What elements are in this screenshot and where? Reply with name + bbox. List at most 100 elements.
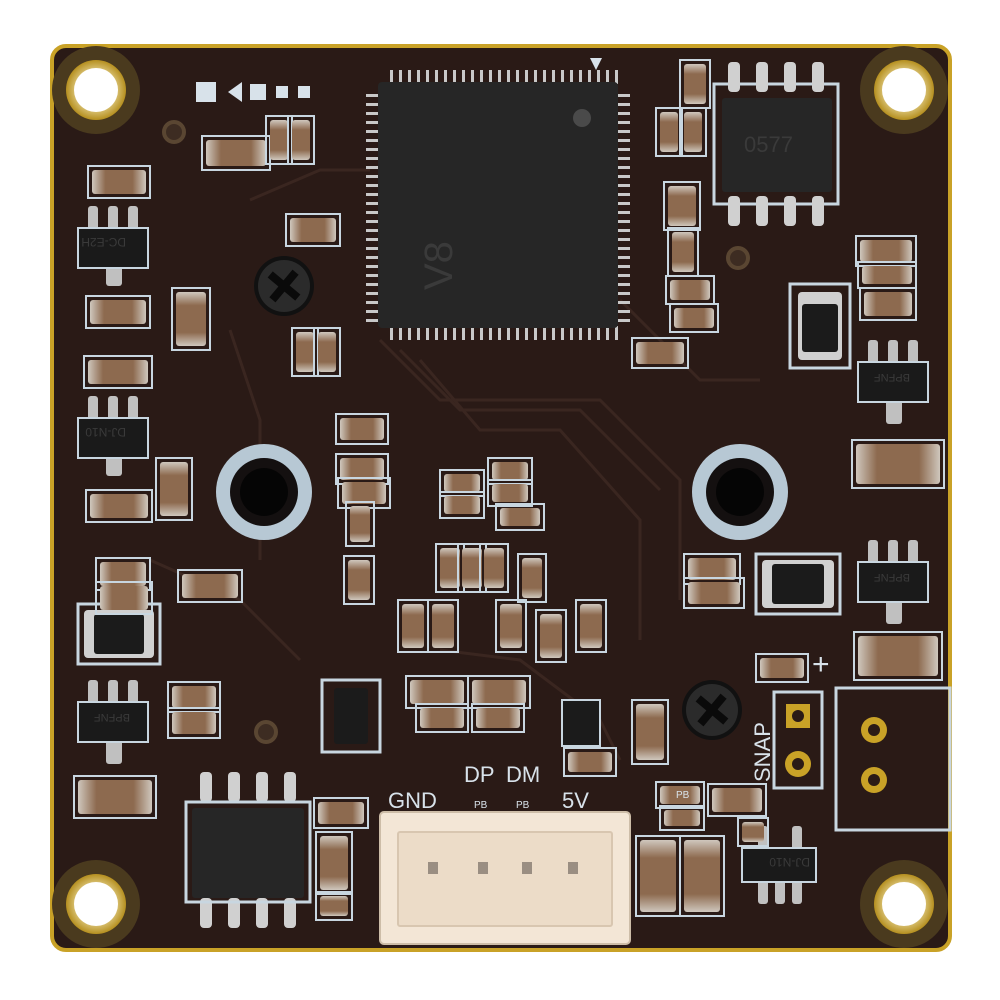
chip-pin [489, 70, 492, 84]
silk-label-pb-1: PB [474, 800, 488, 811]
smd-component [492, 484, 528, 502]
chip-pin [616, 166, 630, 169]
chip-pin [616, 238, 630, 241]
smd-component [688, 558, 736, 580]
component-silkscreen-outline [679, 107, 707, 157]
smd-component [476, 708, 520, 728]
smd-component [100, 562, 146, 586]
smd-component [292, 120, 310, 160]
chip-pin [616, 211, 630, 214]
chip-pin [471, 326, 474, 340]
smd-component [182, 574, 238, 598]
chip-pin [366, 247, 380, 250]
passive-components [73, 59, 945, 921]
smd-component [500, 604, 522, 648]
chip-pin [616, 148, 630, 151]
chip-pin [616, 193, 630, 196]
chip-pin [616, 229, 630, 232]
main-processor-chip: V8 [366, 70, 630, 340]
transistor-right-bottom: BPFNF [857, 540, 929, 624]
chip-pin [616, 175, 630, 178]
smd-component [580, 604, 602, 648]
smd-component [640, 840, 676, 912]
component-silkscreen-outline [851, 439, 945, 489]
small-ic-bottom-center [561, 699, 601, 747]
component-silkscreen-outline [631, 699, 669, 765]
smd-component [176, 292, 206, 346]
regulator-left-middle: DJ-N10 [77, 396, 149, 476]
smd-component [684, 840, 720, 912]
pcb-traces [149, 168, 760, 761]
smd-component [92, 170, 146, 194]
chip-pin [616, 112, 630, 115]
chip-pin [543, 70, 546, 84]
component-silkscreen-outline [87, 165, 151, 199]
chip-pin [534, 326, 537, 340]
smd-component [636, 342, 684, 364]
smd-component [296, 332, 314, 372]
chip-pin [417, 70, 420, 84]
smd-component [320, 896, 348, 916]
chip-pin [543, 326, 546, 340]
smd-component [100, 586, 148, 610]
smd-component [672, 232, 694, 272]
chip-pin [616, 292, 630, 295]
smd-component [270, 120, 288, 160]
chip-pin [366, 229, 380, 232]
chip-pin [616, 274, 630, 277]
chip-pin [462, 326, 465, 340]
chip-pin [366, 184, 380, 187]
smd-component [402, 604, 424, 648]
chip-pin [498, 326, 501, 340]
chip-pin [366, 103, 380, 106]
lens-mount-hole-left [216, 444, 312, 540]
smd-component [340, 458, 384, 480]
smd-component [420, 708, 464, 728]
smd-component [668, 186, 696, 226]
smd-component [90, 300, 146, 324]
screw-left [254, 256, 314, 316]
smd-component [674, 308, 714, 328]
chip-pin [570, 70, 573, 84]
component-silkscreen-outline [737, 817, 769, 847]
chip-pin [444, 70, 447, 84]
diode-center-bottom [320, 678, 382, 754]
ic-top-right-label: 0577 [744, 132, 793, 157]
chip-pin [616, 121, 630, 124]
component-silkscreen-outline [285, 213, 341, 247]
component-silkscreen-outline [343, 555, 375, 605]
regulator-left-top: DC-E2H [77, 206, 149, 286]
component-silkscreen-outline [535, 609, 567, 663]
smd-component [856, 444, 940, 484]
chip-pin [498, 70, 501, 84]
component-silkscreen-outline [631, 337, 689, 369]
smd-component [440, 548, 460, 588]
smd-component [636, 704, 664, 760]
smd-component [290, 218, 336, 242]
chip-pin [525, 70, 528, 84]
smd-component [410, 680, 464, 704]
smd-component [432, 604, 454, 648]
smd-component [342, 482, 386, 504]
chip-pin [570, 326, 573, 340]
pcb-gold-edge [50, 44, 952, 952]
component-silkscreen-outline [495, 599, 527, 653]
chip-pin [561, 70, 564, 84]
component-silkscreen-outline [287, 115, 315, 165]
component-silkscreen-outline [683, 577, 745, 609]
inductor-left-middle [76, 602, 162, 666]
component-silkscreen-outline [85, 295, 151, 329]
component-silkscreen-outline [655, 781, 705, 809]
chip-pin [408, 70, 411, 84]
snap-header [772, 690, 824, 790]
corner-mount-hole-tr [860, 46, 948, 134]
chip-pin [366, 292, 380, 295]
chip-pin [435, 326, 438, 340]
chip-pin [399, 326, 402, 340]
smd-component [320, 836, 348, 890]
chip-pin [471, 70, 474, 84]
chip-pin [408, 326, 411, 340]
chip-pin [426, 326, 429, 340]
smd-component [88, 360, 148, 384]
